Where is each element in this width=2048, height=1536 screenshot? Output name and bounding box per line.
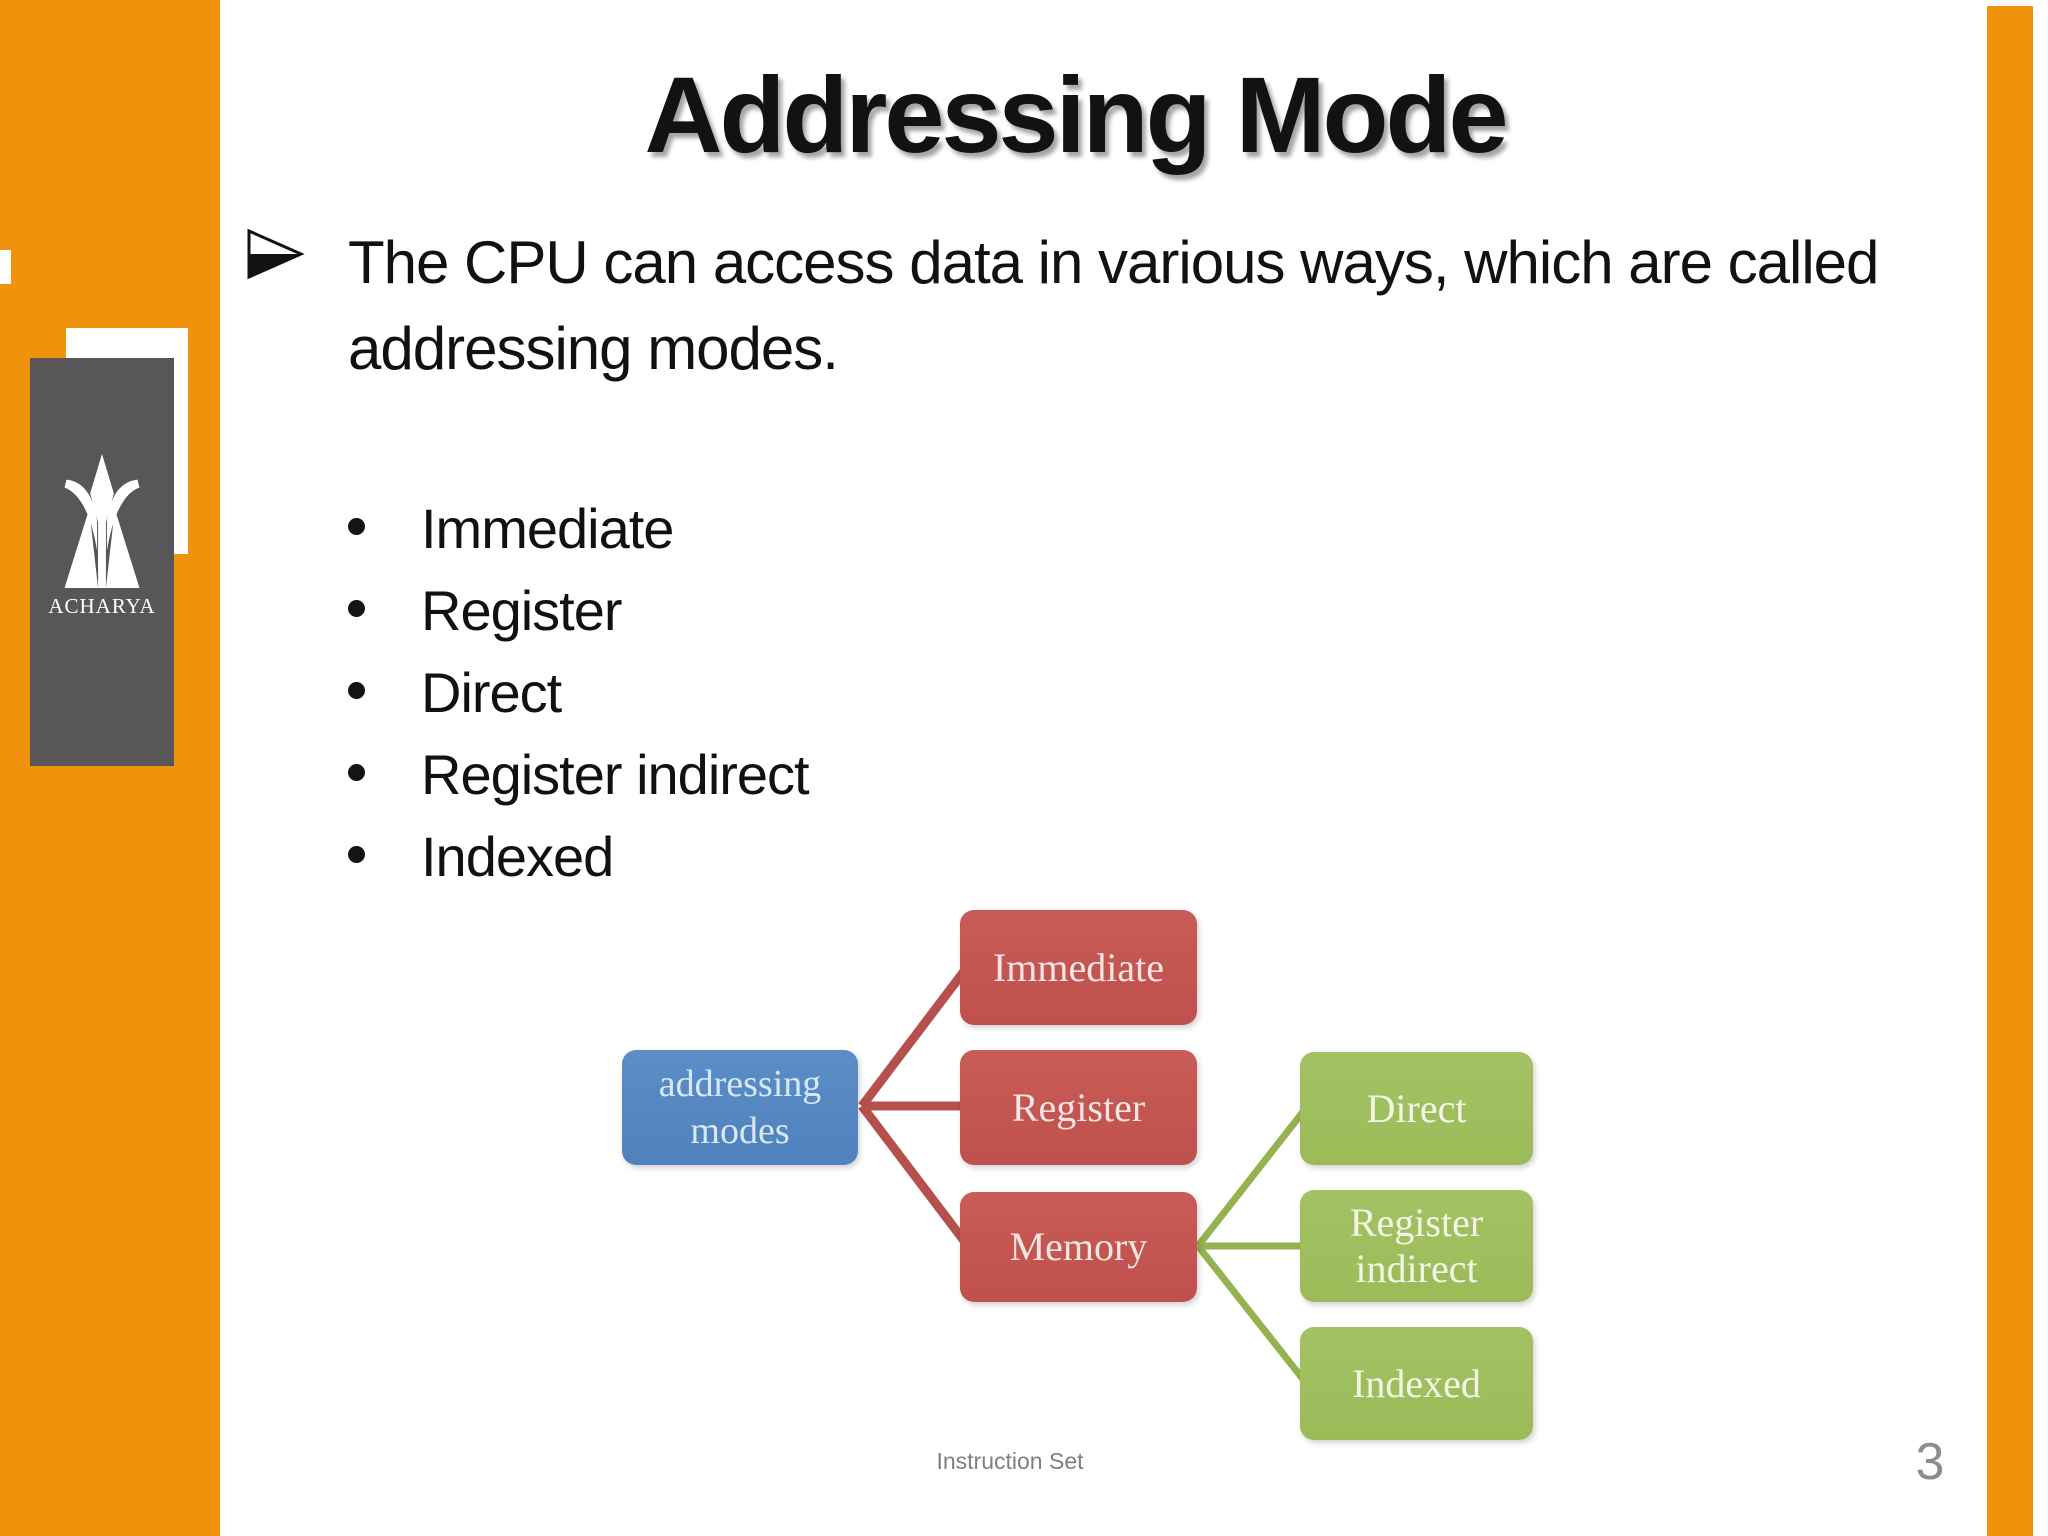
page-title: Addressing Mode bbox=[644, 54, 1508, 175]
left-edge-white-tab bbox=[0, 250, 11, 284]
list-item-label: Immediate bbox=[421, 497, 674, 560]
bullet-line-1: The CPU can access data in various ways,… bbox=[348, 229, 1879, 296]
diagram-box-label: Memory bbox=[1009, 1224, 1148, 1269]
dot-bullet-icon bbox=[348, 846, 365, 863]
list-item-label: Register indirect bbox=[421, 743, 810, 806]
diagram-box-indexed: Indexed bbox=[1300, 1327, 1533, 1440]
dot-bullet-icon bbox=[348, 682, 365, 699]
addressing-modes-list: Immediate Register Direct Register indir… bbox=[348, 488, 810, 898]
diagram-box-label: Direct bbox=[1366, 1085, 1467, 1131]
diagram-box-direct: Direct bbox=[1300, 1052, 1533, 1165]
diagram-box-register-indirect: Register indirect bbox=[1300, 1190, 1533, 1302]
slide-page-number: 3 bbox=[1915, 1433, 1945, 1491]
dot-bullet-icon bbox=[348, 764, 365, 781]
list-item: Indexed bbox=[348, 816, 809, 898]
list-item: Register indirect bbox=[348, 734, 810, 816]
right-orange-band bbox=[1987, 6, 2033, 1536]
diagram-box-register: Register bbox=[960, 1050, 1197, 1165]
list-item: Immediate bbox=[348, 488, 809, 570]
logo-wordmark: ACHARYA bbox=[48, 594, 156, 618]
main-bullet-text: The CPU can access data in various ways,… bbox=[348, 220, 1998, 392]
arrow-bullet-icon bbox=[247, 228, 305, 280]
diagram-box-label: Indexed bbox=[1352, 1360, 1481, 1406]
left-orange-band bbox=[0, 0, 220, 1536]
diagram-box-memory: Memory bbox=[960, 1192, 1197, 1302]
list-item-label: Direct bbox=[421, 661, 562, 724]
diagram-box-label: Immediate bbox=[992, 944, 1165, 990]
diagram-box-label: Register indirect bbox=[1349, 1200, 1484, 1291]
dot-bullet-icon bbox=[348, 518, 365, 535]
diagram-root-box: addressing modes bbox=[622, 1050, 858, 1165]
list-item-label: Register bbox=[421, 579, 623, 642]
diagram-box-label: Register bbox=[1011, 1084, 1146, 1130]
diagram-box-immediate: Immediate bbox=[960, 910, 1197, 1025]
diagram-root-label: addressing modes bbox=[658, 1062, 822, 1152]
list-item: Register bbox=[348, 570, 809, 652]
list-item: Direct bbox=[348, 652, 809, 734]
acharya-plant-icon bbox=[64, 453, 140, 589]
footer-text: Instruction Set bbox=[936, 1448, 1084, 1474]
dot-bullet-icon bbox=[348, 600, 365, 617]
bullet-line-2: addressing modes. bbox=[348, 315, 839, 382]
list-item-label: Indexed bbox=[421, 825, 614, 888]
